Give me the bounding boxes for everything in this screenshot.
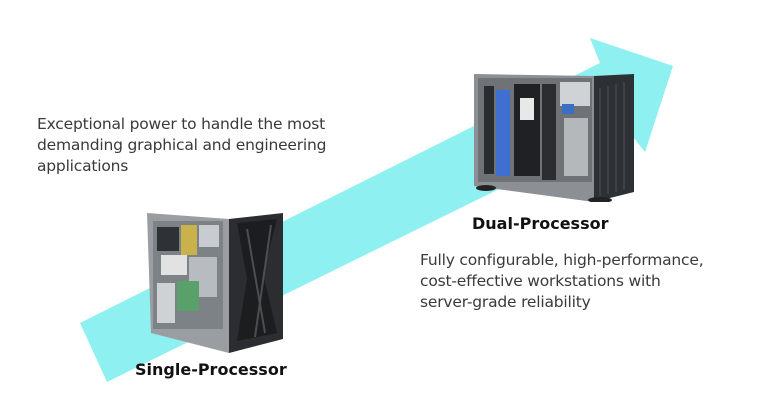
4u-tower-server-image (474, 74, 634, 202)
single-processor-label: Single-Processor (135, 360, 287, 379)
tower-workstation-image (147, 213, 283, 353)
description-line: demanding graphical and engineering (37, 136, 327, 154)
dual-processor-label: Dual-Processor (472, 214, 609, 233)
single-processor-description: Exceptional power to handle the most dem… (37, 114, 326, 177)
description-line: cost-effective workstations with (420, 272, 661, 290)
description-line: Exceptional power to handle the most (37, 115, 325, 133)
description-line: applications (37, 157, 129, 175)
description-line: Fully configurable, high-performance, (420, 251, 704, 269)
description-line: server-grade reliability (420, 293, 591, 311)
dual-processor-description: Fully configurable, high-performance, co… (420, 250, 704, 313)
